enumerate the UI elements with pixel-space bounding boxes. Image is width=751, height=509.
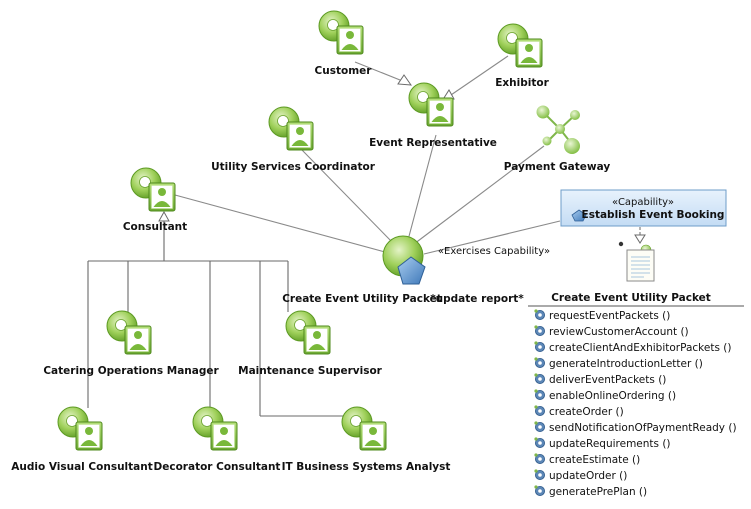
payment-gateway-label: Payment Gateway xyxy=(504,161,611,173)
operation-gear-icon xyxy=(534,437,546,448)
operation-label: generateIntroductionLetter () xyxy=(549,358,703,370)
operation-label: generatePrePlan () xyxy=(549,486,647,498)
operation-label: createOrder () xyxy=(549,406,624,418)
actor-label: Decorator Consultant xyxy=(154,461,281,473)
operation-gear-icon xyxy=(534,453,546,464)
actor-label: Maintenance Supervisor xyxy=(238,365,383,377)
operation-gear-icon xyxy=(534,469,546,480)
operation-label: createEstimate () xyxy=(549,454,640,466)
operation-item[interactable]: enableOnlineOrdering () xyxy=(534,389,676,402)
document-icon xyxy=(618,241,655,282)
exercises-capability-line xyxy=(423,220,561,255)
payment-gateway[interactable]: Payment Gateway xyxy=(504,105,611,174)
operation-gear-icon xyxy=(534,341,546,352)
eventrep-association-line xyxy=(407,134,437,241)
operation-label: updateRequirements () xyxy=(549,438,671,450)
capability-marker-icon xyxy=(397,256,426,285)
actor-exhibitor[interactable]: Exhibitor xyxy=(495,23,550,89)
actor-utility-services-coordinator[interactable]: Utility Services Coordinator xyxy=(211,106,376,173)
service-operations-list: requestEventPackets () reviewCustomerAcco… xyxy=(534,309,737,498)
actor-label: Exhibitor xyxy=(495,77,549,89)
actor-icon xyxy=(341,406,387,451)
operation-item[interactable]: createClientAndExhibitorPackets () xyxy=(534,341,731,354)
service-title: Create Event Utility Packet xyxy=(551,292,711,304)
realization-arrowhead xyxy=(634,234,646,244)
actor-icon xyxy=(497,23,543,68)
actor-icon xyxy=(192,406,238,451)
utilitycoord-association-line xyxy=(301,149,394,244)
actor-decorator-consultant[interactable]: Decorator Consultant xyxy=(154,406,281,473)
use-case-label: Create Event Utility Packet xyxy=(282,293,442,305)
actor-audio-visual-consultant[interactable]: Audio Visual Consultant xyxy=(11,406,153,473)
operation-item[interactable]: updateRequirements () xyxy=(534,437,671,450)
actor-event-representative[interactable]: Event Representative xyxy=(369,82,497,149)
capability-name: Establish Event Booking xyxy=(582,209,725,221)
operation-item[interactable]: reviewCustomerAccount () xyxy=(534,325,689,338)
exercises-capability-label: «Exercises Capability» xyxy=(438,246,550,257)
actor-consultant[interactable]: Consultant xyxy=(123,167,187,233)
operation-gear-icon xyxy=(534,373,546,384)
service-create-event-utility-packet[interactable]: Create Event Utility Packet requestEvent… xyxy=(534,241,737,498)
operation-label: reviewCustomerAccount () xyxy=(549,326,689,338)
operation-gear-icon xyxy=(534,485,546,496)
generalization-arrowhead xyxy=(397,74,413,86)
consultant-association-line xyxy=(174,194,386,253)
operation-item[interactable]: deliverEventPackets () xyxy=(534,373,666,386)
actor-icon xyxy=(57,406,103,451)
payment-gateway-icon xyxy=(536,105,580,154)
operation-item[interactable]: updateOrder () xyxy=(534,469,627,482)
actor-catering-operations-manager[interactable]: Catering Operations Manager xyxy=(43,310,219,377)
actor-customer[interactable]: Customer xyxy=(315,10,373,77)
operation-gear-icon xyxy=(534,405,546,416)
operation-gear-icon xyxy=(534,325,546,336)
operation-gear-icon xyxy=(534,389,546,400)
operation-gear-icon xyxy=(534,309,546,320)
actor-label: Consultant xyxy=(123,221,187,233)
actor-maintenance-supervisor[interactable]: Maintenance Supervisor xyxy=(238,310,383,377)
operation-item[interactable]: createOrder () xyxy=(534,405,624,418)
actor-label: Event Representative xyxy=(369,137,497,149)
operation-gear-icon xyxy=(534,357,546,368)
operation-item[interactable]: createEstimate () xyxy=(534,453,640,466)
actor-label: IT Business Systems Analyst xyxy=(282,461,451,473)
actor-icon xyxy=(285,310,331,355)
capability-establish-event-booking[interactable]: «Capability» Establish Event Booking xyxy=(560,189,727,227)
actor-label: Catering Operations Manager xyxy=(43,365,219,377)
operation-item[interactable]: generateIntroductionLetter () xyxy=(534,357,703,370)
actor-label: Customer xyxy=(315,65,373,77)
actor-icon xyxy=(106,310,152,355)
operation-label: requestEventPackets () xyxy=(549,310,670,322)
capability-icon xyxy=(571,209,587,222)
operation-item[interactable]: requestEventPackets () xyxy=(534,309,670,322)
actor-label: Utility Services Coordinator xyxy=(211,161,376,173)
operation-label: updateOrder () xyxy=(549,470,627,482)
operation-item[interactable]: generatePrePlan () xyxy=(534,485,647,498)
operation-gear-icon xyxy=(534,421,546,432)
customer-generalization-line xyxy=(354,61,406,83)
actor-icon xyxy=(318,10,364,55)
actor-icon xyxy=(268,106,314,151)
generalization-arrowhead xyxy=(158,210,170,222)
operation-label: deliverEventPackets () xyxy=(549,374,666,386)
actor-icon xyxy=(408,82,454,127)
operation-label: sendNotificationOfPaymentReady () xyxy=(549,422,737,434)
connectors xyxy=(87,55,744,417)
paymentgateway-association-line xyxy=(413,145,545,245)
use-case-create-event-utility-packet[interactable]: Create Event Utility Packet *update repo… xyxy=(282,235,524,305)
operation-label: enableOnlineOrdering () xyxy=(549,390,676,402)
capability-stereotype: «Capability» xyxy=(612,197,674,208)
actor-label: Audio Visual Consultant xyxy=(11,461,153,473)
actor-icon xyxy=(130,167,176,212)
actor-it-business-systems-analyst[interactable]: IT Business Systems Analyst xyxy=(282,406,451,473)
capability-box xyxy=(560,189,727,227)
operation-item[interactable]: sendNotificationOfPaymentReady () xyxy=(534,421,737,434)
exhibitor-generalization-line xyxy=(447,55,509,98)
operation-label: createClientAndExhibitorPackets () xyxy=(549,342,731,354)
use-case-note: *update report* xyxy=(430,293,524,305)
